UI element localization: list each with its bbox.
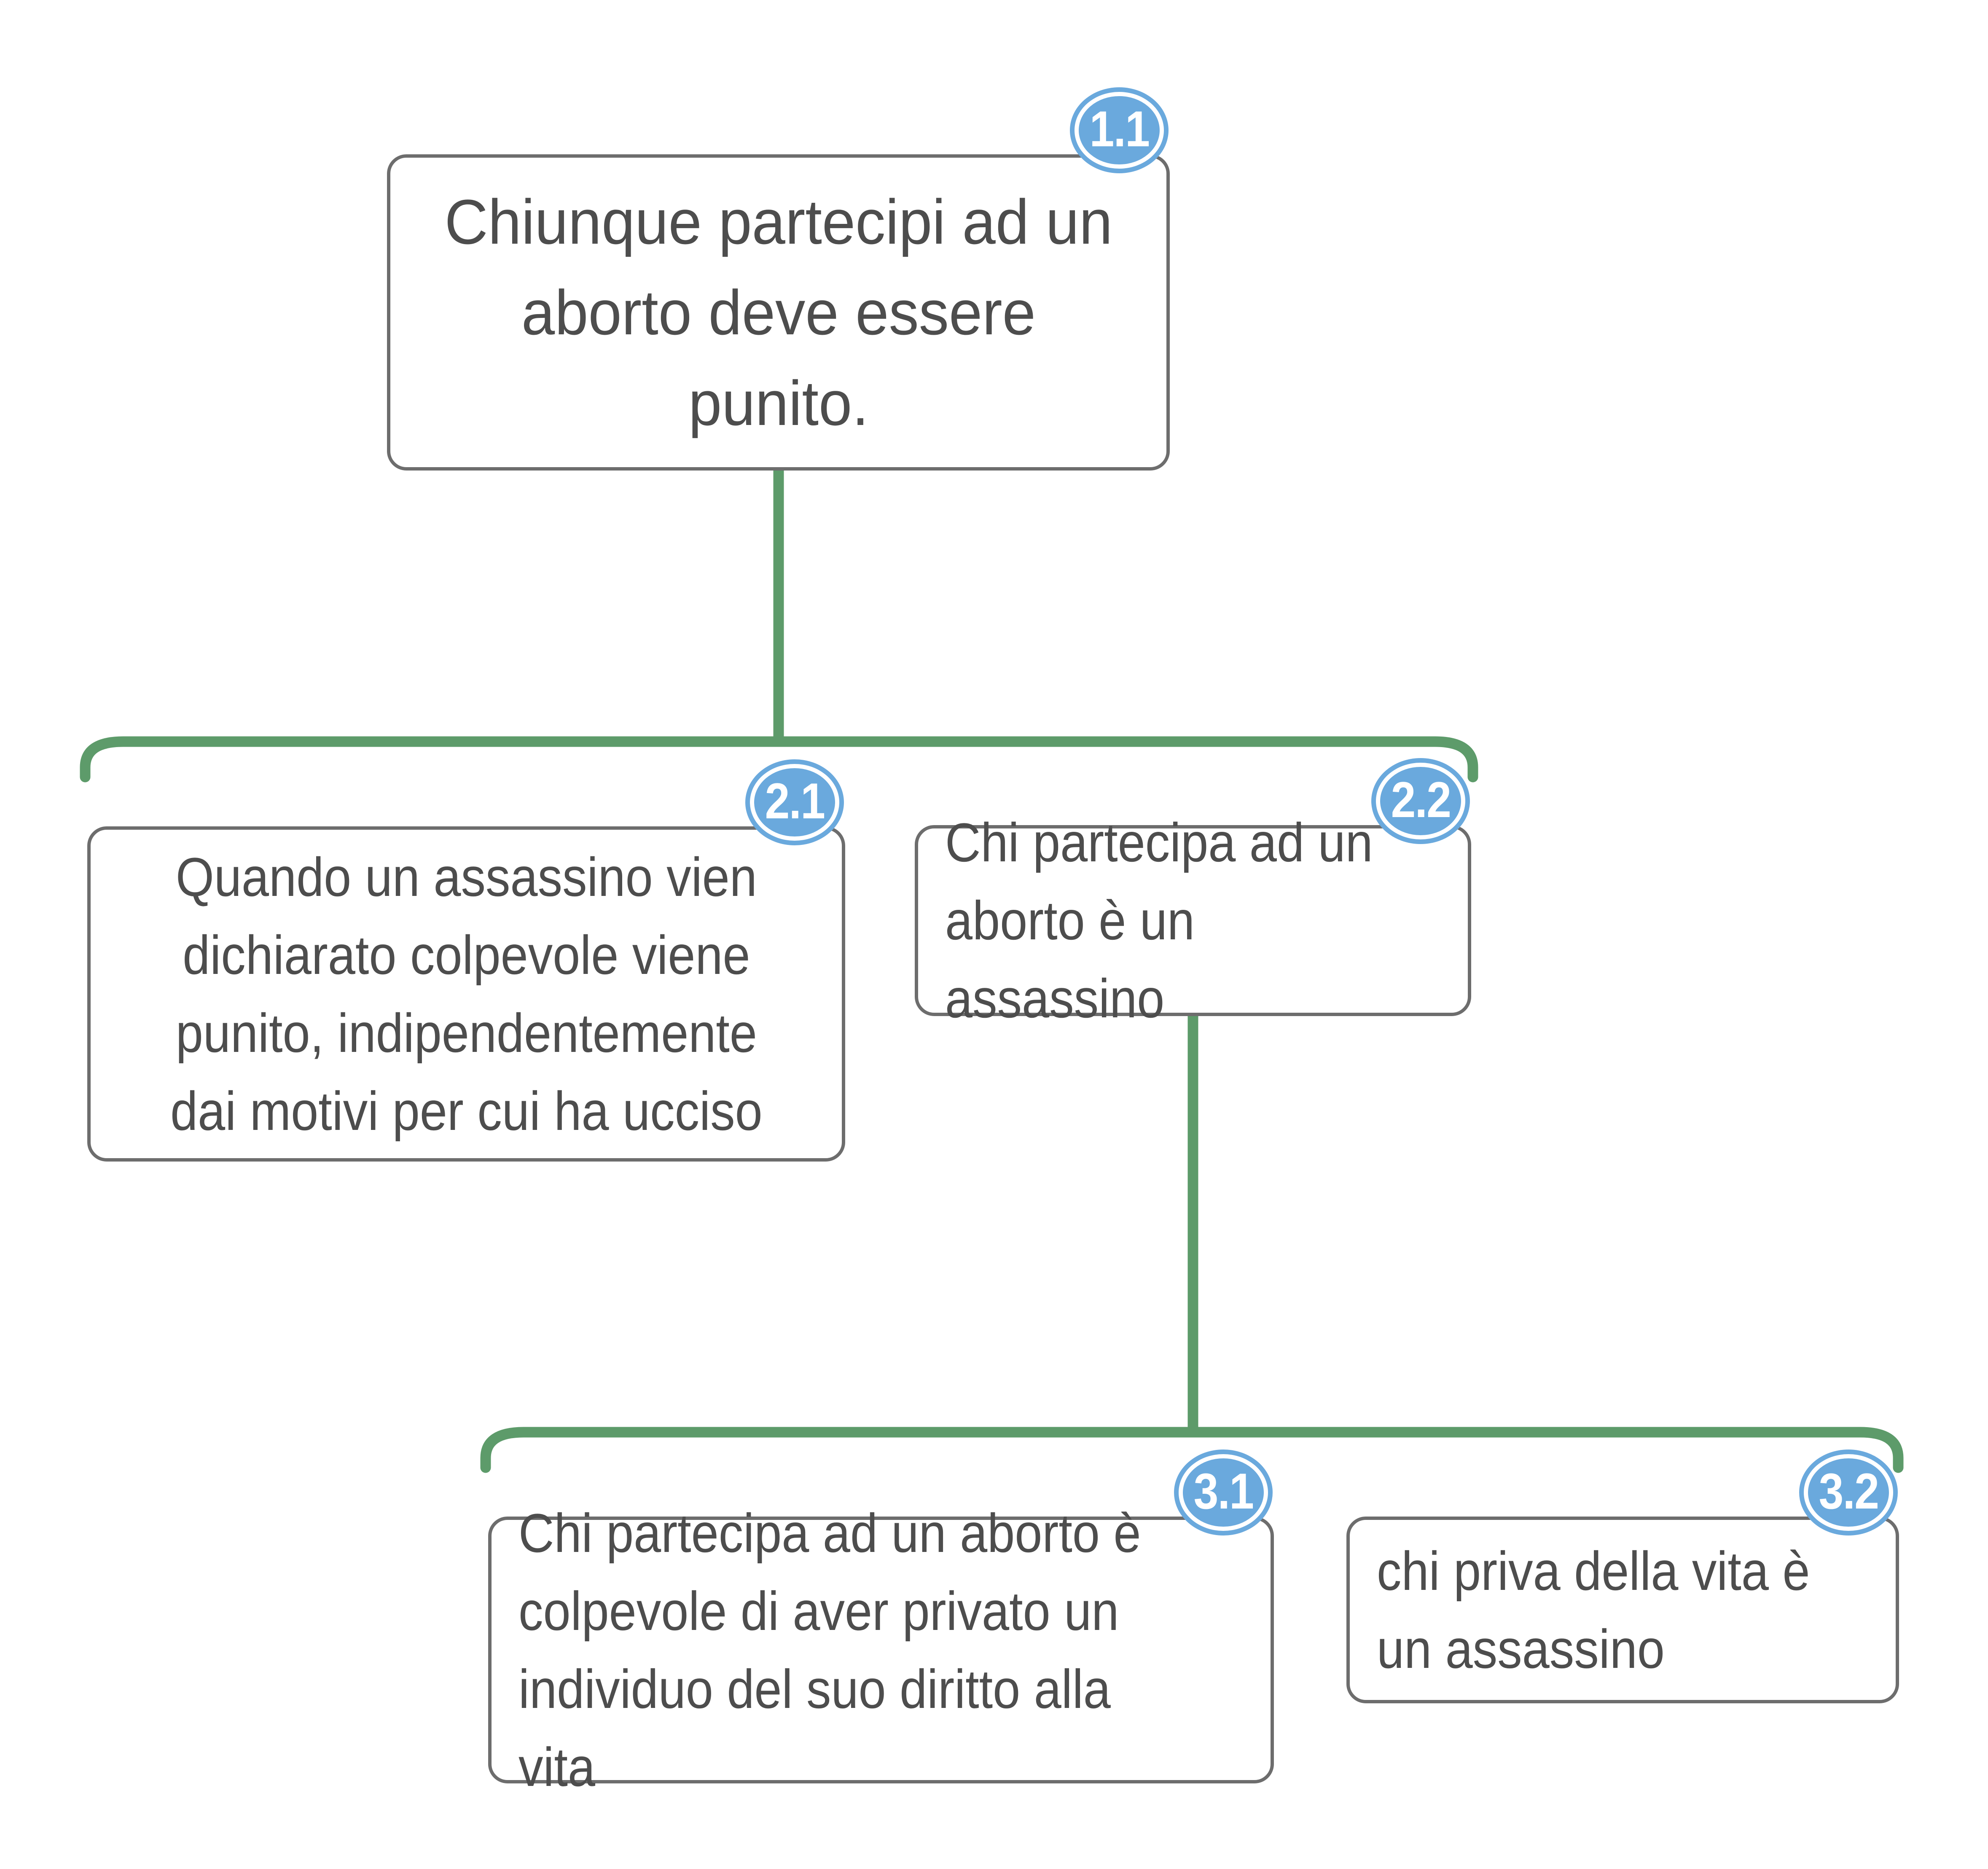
node-badge-1-1[interactable]: 1.1 (1070, 87, 1169, 173)
badge-label-2-2: 2.2 (1391, 772, 1451, 828)
badge-label-2-1: 2.1 (765, 773, 825, 829)
bracket-level-3 (480, 1427, 1904, 1473)
node-box-3-1[interactable]: Chi partecipa ad un aborto è colpevole d… (488, 1502, 1274, 1798)
bracket-level-2 (80, 736, 1478, 783)
node-3-1[interactable]: Chi partecipa ad un aborto è colpevole d… (488, 1449, 1274, 1798)
node-box-1-1[interactable]: Chiunque partecipi ad un aborto deve ess… (387, 154, 1170, 471)
node-box-2-1[interactable]: Quando un assassino vien dichiarato colp… (87, 826, 845, 1162)
badge-label-3-1: 3.1 (1193, 1463, 1254, 1519)
badge-label-3-2: 3.2 (1819, 1463, 1879, 1519)
node-box-3-2[interactable]: chi priva della vita è un assassino (1346, 1517, 1899, 1703)
node-text-3-1: Chi partecipa ad un aborto è colpevole d… (518, 1502, 1141, 1798)
node-badge-2-1[interactable]: 2.1 (745, 759, 844, 845)
node-badge-3-1[interactable]: 3.1 (1174, 1449, 1273, 1536)
node-badge-2-2[interactable]: 2.2 (1371, 758, 1470, 844)
node-text-3-2: chi priva della vita è un assassino (1377, 1540, 1810, 1680)
node-text-1-1: Chiunque partecipi ad un aborto deve ess… (444, 186, 1112, 438)
node-box-2-2[interactable]: Chi partecipa ad un aborto è un assassin… (915, 812, 1471, 1029)
node-2-2[interactable]: Chi partecipa ad un aborto è un assassin… (915, 758, 1471, 1029)
node-badge-3-2[interactable]: 3.2 (1799, 1449, 1898, 1536)
node-text-2-2: Chi partecipa ad un aborto è un assassin… (945, 812, 1373, 1029)
node-1-1[interactable]: Chiunque partecipi ad un aborto deve ess… (387, 87, 1170, 471)
badge-label-1-1: 1.1 (1089, 101, 1150, 157)
node-text-2-1: Quando un assassino vien dichiarato colp… (170, 846, 763, 1142)
node-2-1[interactable]: Quando un assassino vien dichiarato colp… (87, 759, 845, 1162)
node-3-2[interactable]: chi priva della vita è un assassino 3.2 (1346, 1449, 1899, 1703)
